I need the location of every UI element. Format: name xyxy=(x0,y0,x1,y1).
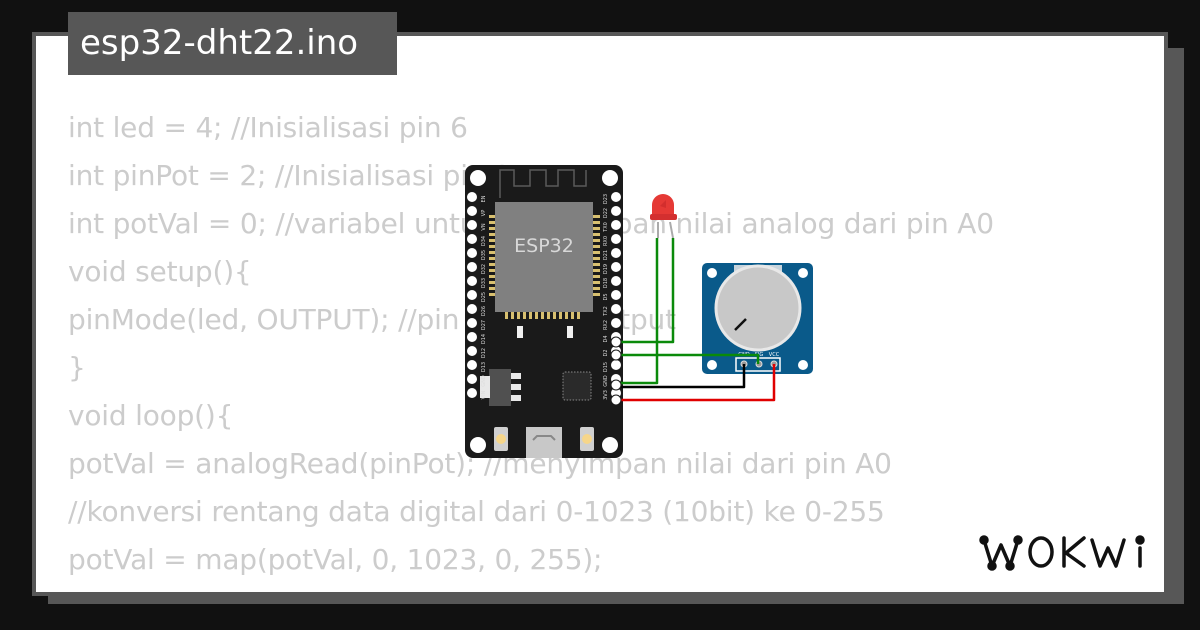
code-preview: int led = 4; //Inisialisasi pin 6 int pi… xyxy=(36,36,1164,592)
wokwi-logo xyxy=(979,535,1145,571)
svg-text:D18: D18 xyxy=(603,278,609,288)
svg-text:D35: D35 xyxy=(481,250,487,260)
svg-text:D25: D25 xyxy=(481,292,487,302)
svg-text:D22: D22 xyxy=(603,208,609,218)
chip-label: ESP32 xyxy=(514,235,574,257)
svg-text:RX0: RX0 xyxy=(603,236,609,246)
svg-text:D32: D32 xyxy=(481,264,487,274)
code-line: void loop(){ xyxy=(68,399,234,432)
code-line: //konversi rentang data digital dari 0-1… xyxy=(68,495,885,528)
svg-text:D5: D5 xyxy=(603,293,609,300)
svg-text:D27: D27 xyxy=(481,320,487,330)
svg-text:VP: VP xyxy=(481,210,487,216)
code-listing: int led = 4; //Inisialisasi pin 6 int pi… xyxy=(68,104,994,592)
svg-text:D15: D15 xyxy=(603,362,609,372)
file-title: esp32-dht22.ino xyxy=(68,12,397,75)
svg-text:D13: D13 xyxy=(481,362,487,372)
wire-vcc xyxy=(616,364,776,402)
svg-text:D33: D33 xyxy=(481,278,487,288)
wire-led-to-d4 xyxy=(616,238,675,344)
code-line: analogWrite(led, potVal); //Mengatur kec… xyxy=(68,584,994,592)
svg-text:D19: D19 xyxy=(603,264,609,274)
svg-text:D2: D2 xyxy=(603,349,609,356)
svg-text:VIN: VIN xyxy=(481,390,487,399)
svg-text:D4: D4 xyxy=(603,335,609,342)
potentiometer-module[interactable]: GND SIG VCC xyxy=(702,263,813,374)
svg-text:TX2: TX2 xyxy=(603,306,609,317)
wires xyxy=(616,238,776,402)
svg-text:D12: D12 xyxy=(481,348,487,358)
code-line: int pinPot = 2; //Inisialisasi pin 2 xyxy=(68,159,512,192)
pot-knob-indicator xyxy=(734,318,747,331)
svg-text:TX0: TX0 xyxy=(603,222,609,233)
code-line: int led = 4; //Inisialisasi pin 6 xyxy=(68,111,468,144)
wire-led-to-gnd xyxy=(616,238,659,385)
svg-text:D21: D21 xyxy=(603,250,609,260)
svg-text:GND: GND xyxy=(481,375,487,387)
wire-sig-to-d2 xyxy=(616,353,760,364)
code-line: void setup(){ xyxy=(68,255,252,288)
svg-text:D14: D14 xyxy=(481,334,487,344)
svg-text:D34: D34 xyxy=(481,236,487,246)
code-line: } xyxy=(68,351,86,384)
svg-text:EN: EN xyxy=(481,195,487,202)
red-led[interactable] xyxy=(650,194,677,239)
svg-text:GND: GND xyxy=(603,375,609,387)
svg-text:D23: D23 xyxy=(603,194,609,204)
wire-gnd xyxy=(616,364,746,389)
pot-knob xyxy=(714,264,802,352)
svg-text:RX2: RX2 xyxy=(603,320,609,330)
svg-text:3V3: 3V3 xyxy=(603,390,609,400)
esp32-board[interactable]: ESP32 xyxy=(465,165,623,458)
svg-text:VN: VN xyxy=(481,223,487,230)
esp32-chip xyxy=(495,202,593,312)
svg-text:VCC: VCC xyxy=(769,352,780,358)
code-line: potVal = map(potVal, 0, 1023, 0, 255); xyxy=(68,543,603,576)
svg-text:D26: D26 xyxy=(481,306,487,316)
